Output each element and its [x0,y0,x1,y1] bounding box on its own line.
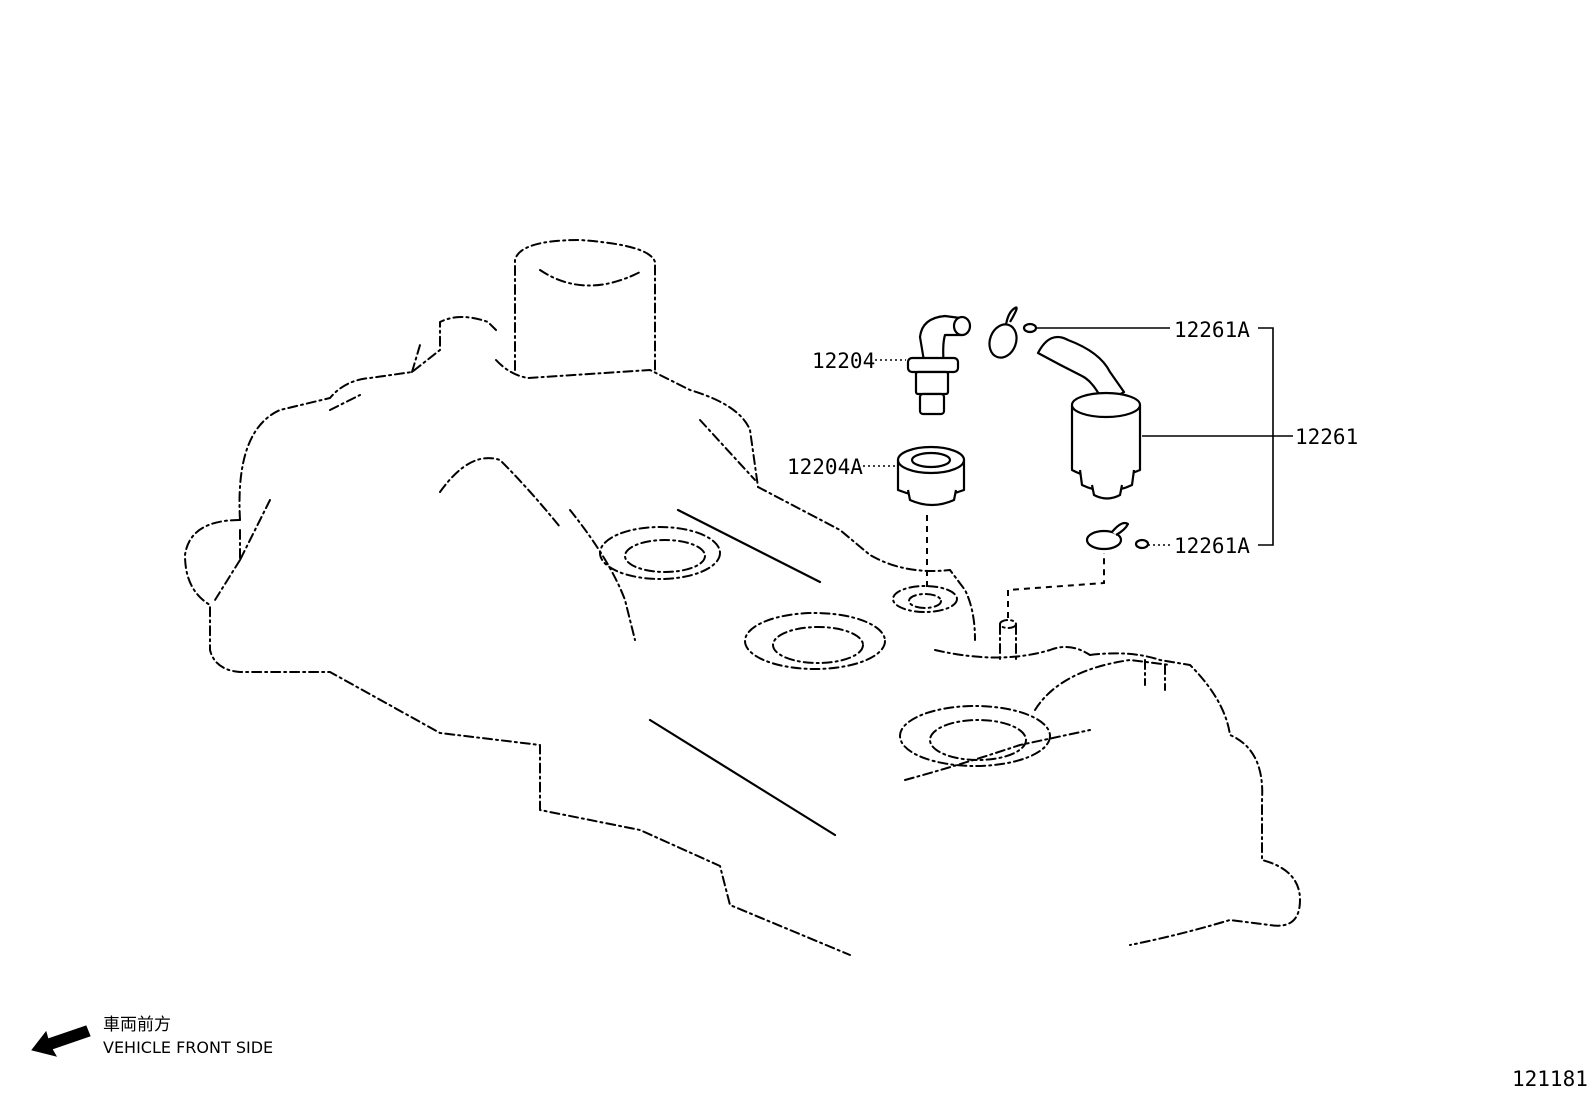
leader-lines [858,327,1293,546]
figure-number: 121181 [1512,1067,1588,1091]
hose-clip-top [988,306,1038,359]
direction-note-english: VEHICLE FRONT SIDE [103,1038,273,1057]
callout-12204a: 12204A [787,455,863,479]
callout-12261: 12261 [1295,425,1358,449]
callout-12261a-bottom: 12261A [1174,534,1250,558]
ventilation-hose [1036,335,1142,500]
cylinder-head-cover-outline [184,239,1301,956]
arrow-left-down-icon [31,1025,91,1057]
installation-guides [926,515,1105,618]
callout-12261a-top: 12261A [1174,318,1250,342]
vehicle-front-note: 車両前方 VEHICLE FRONT SIDE [31,1015,273,1057]
hose-clip-bottom [1085,521,1150,551]
direction-note-japanese: 車両前方 [103,1015,171,1035]
callouts: 12204 12204A 12261A 12261 12261A [787,318,1358,558]
callout-12204: 12204 [812,349,875,373]
pcv-valve-grommet [896,445,966,507]
pcv-valve [906,314,972,416]
